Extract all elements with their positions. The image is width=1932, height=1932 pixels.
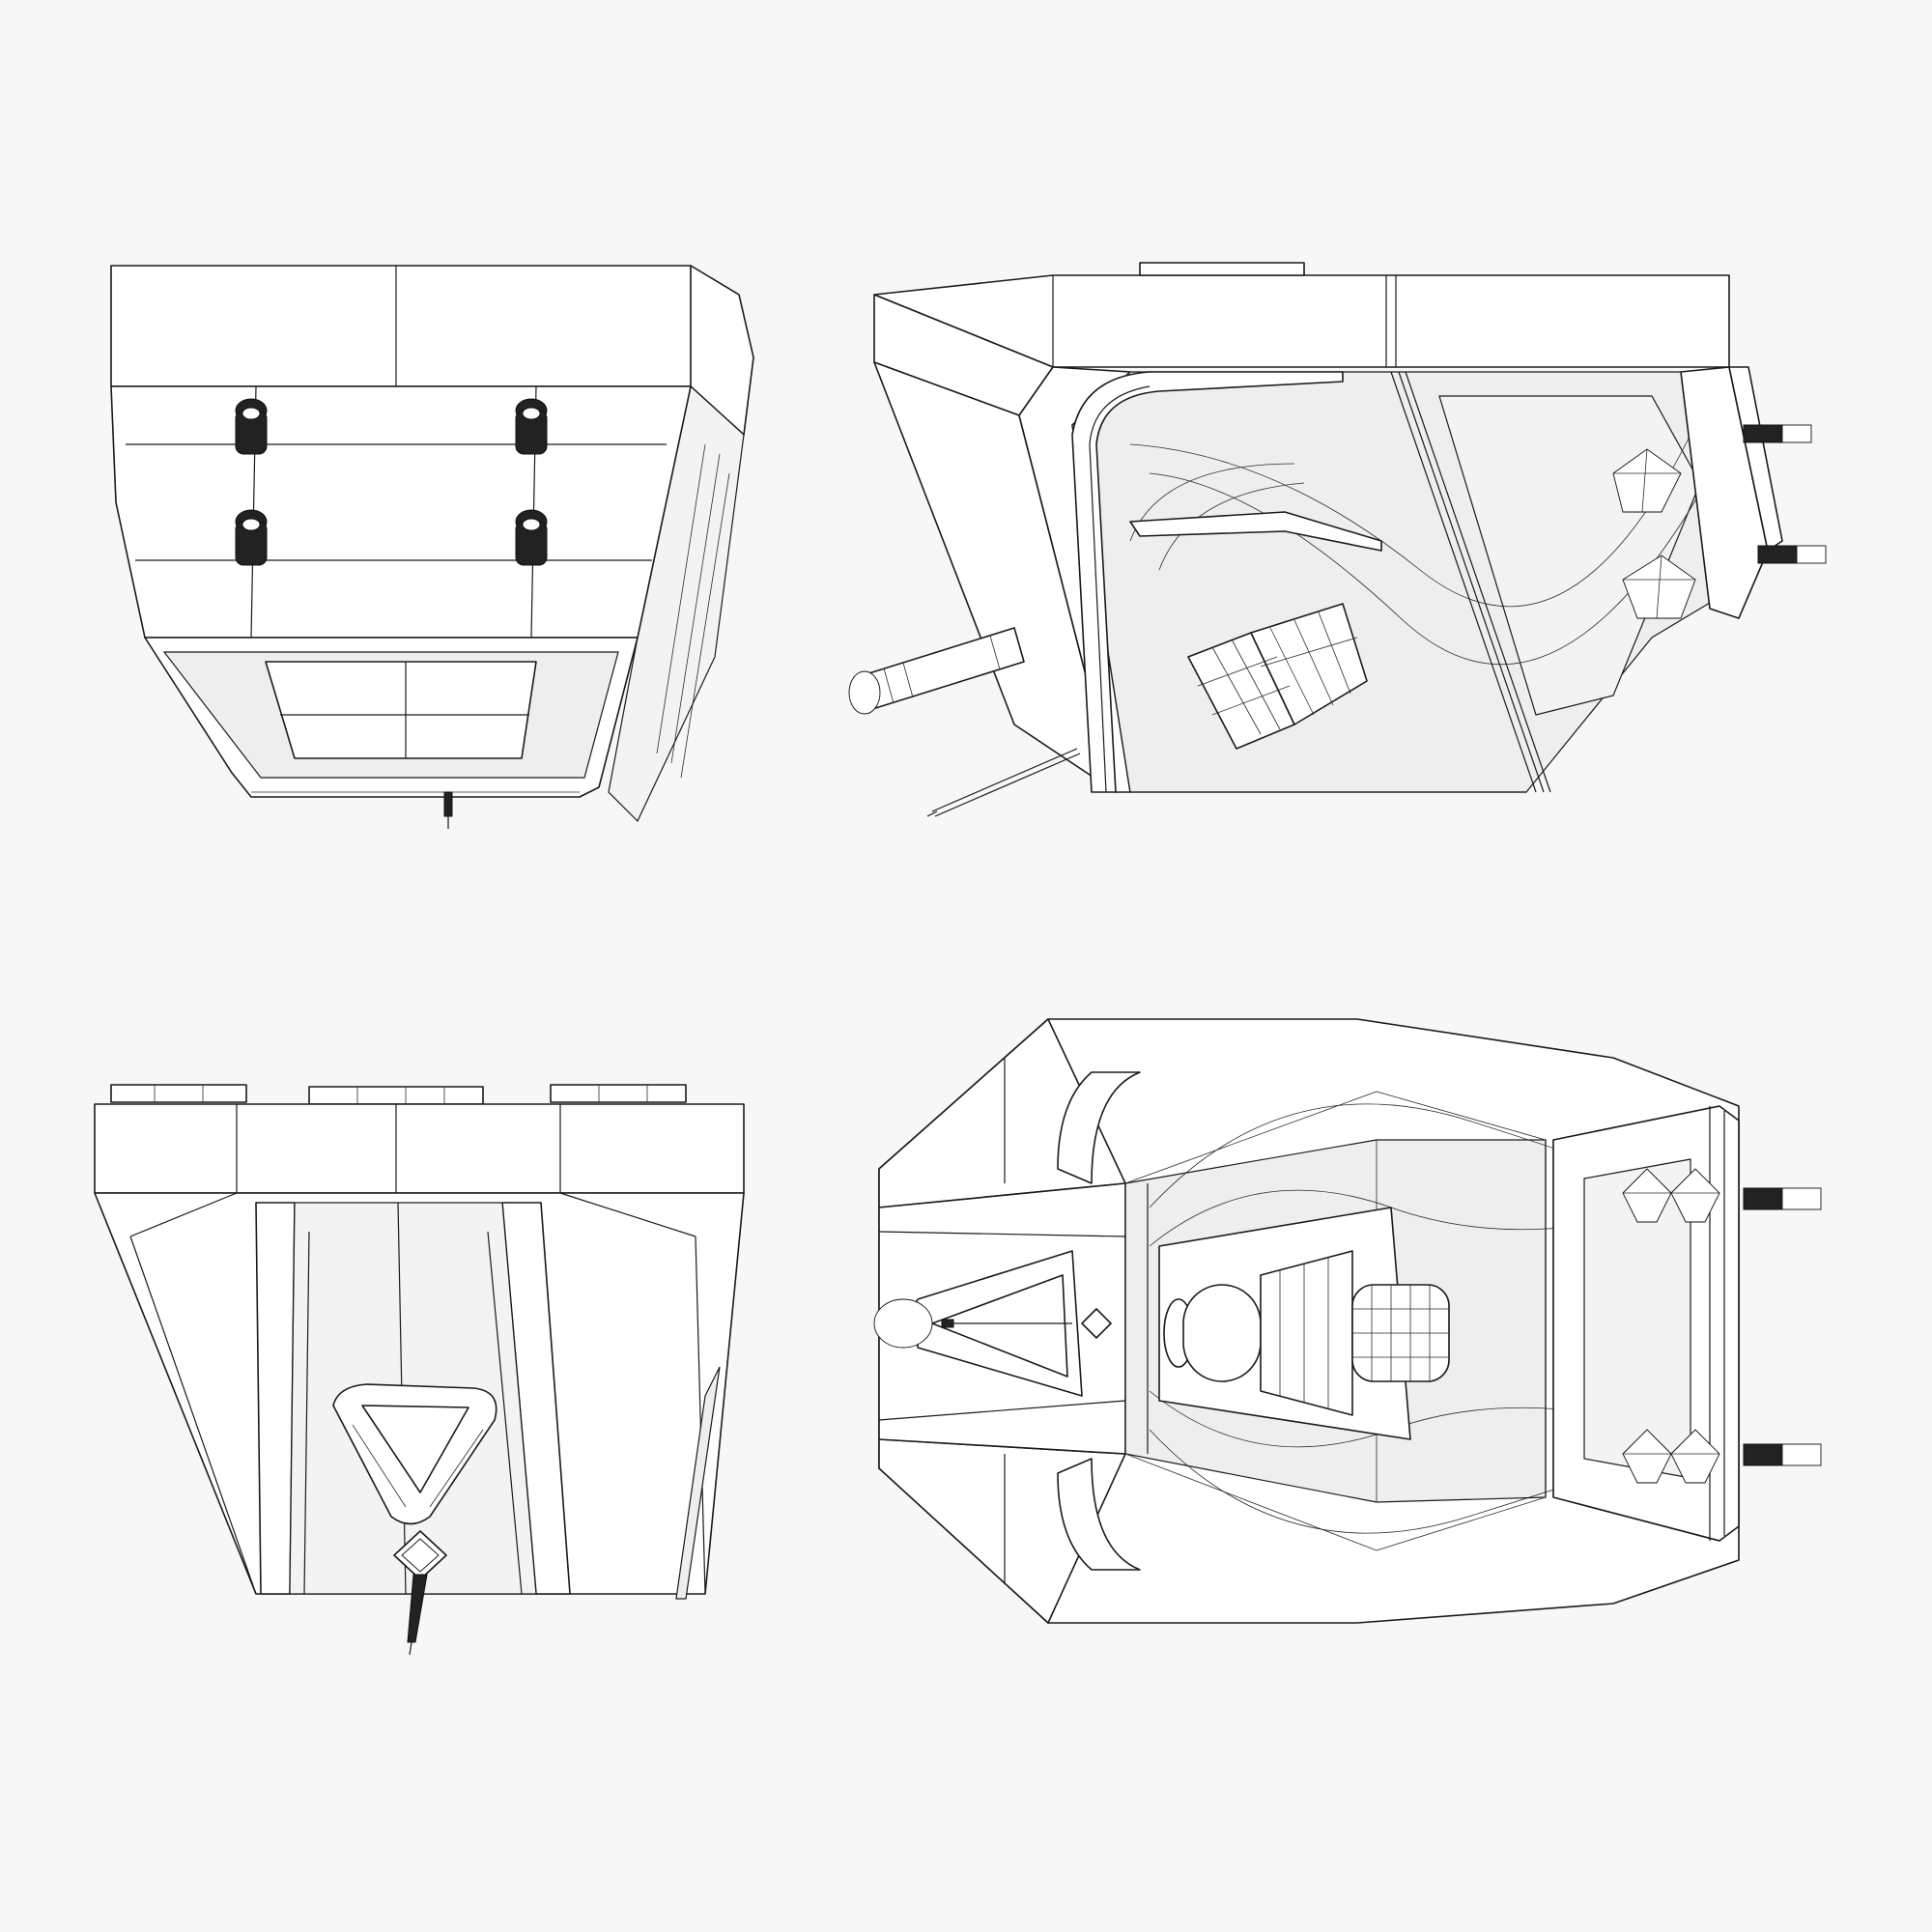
output-pin-4 [515, 509, 548, 566]
terminal-block-upper [1612, 424, 1812, 513]
mounting-screw [848, 627, 1025, 715]
output-pin-1 [235, 398, 268, 455]
stylus [443, 791, 453, 829]
front-view [87, 1077, 763, 1657]
stylus [926, 748, 1081, 817]
coil-assembly [1187, 603, 1368, 750]
cantilever-assembly [873, 1250, 1112, 1397]
output-pin-2 [515, 398, 548, 455]
rear-panel [1680, 366, 1769, 619]
mounting-plate [110, 265, 740, 387]
top-view [850, 1014, 1835, 1633]
bottom-view [97, 251, 773, 850]
body-plate [110, 385, 692, 639]
terminal-block-lower [1622, 545, 1827, 619]
terminal-block-lower [1622, 1429, 1822, 1484]
coil-assembly [1163, 1250, 1450, 1416]
side-view [840, 251, 1827, 831]
output-pin-3 [235, 509, 268, 566]
cantilever-guard [332, 1383, 497, 1525]
terminal-block-upper [1622, 1168, 1822, 1223]
mounting-plate [94, 1103, 745, 1194]
stylus [393, 1530, 447, 1656]
